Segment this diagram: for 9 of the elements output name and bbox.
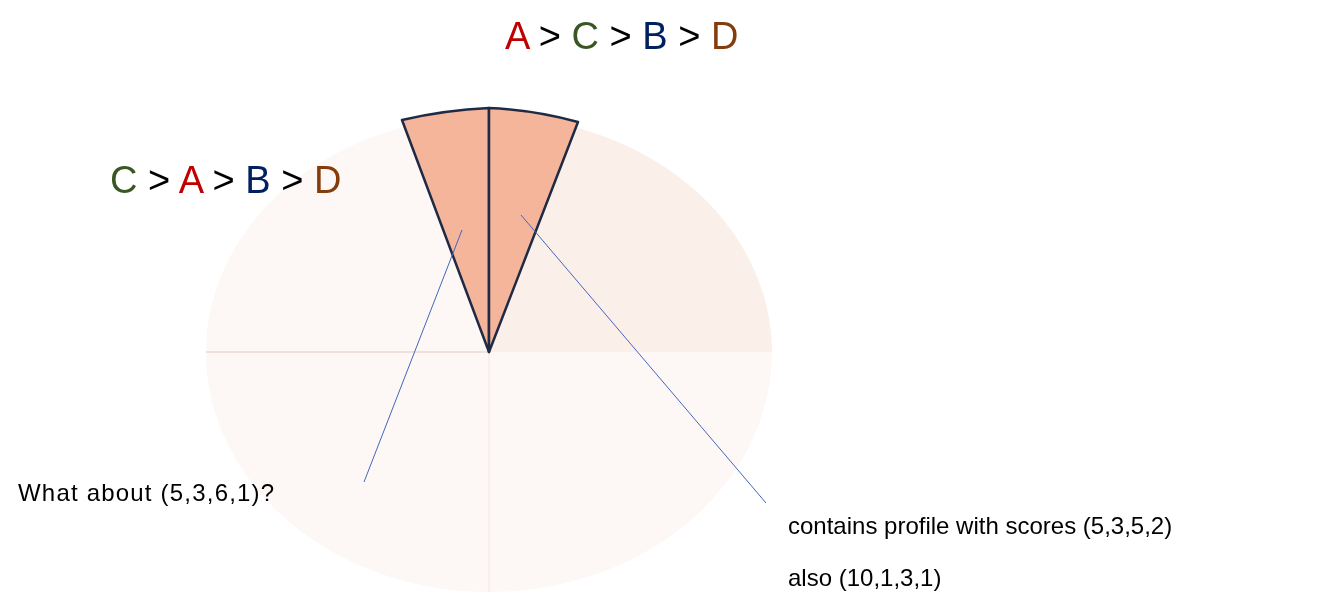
annotation-text: also (10,1,3,1) (788, 563, 942, 593)
ranking-text: C > A > B > D (110, 158, 342, 203)
annotation-text: contains profile with scores (5,3,5,2) (765, 502, 1173, 544)
wedge-sector (400, 106, 491, 354)
annotation-text: What about (5,3,6,1)? (18, 478, 348, 508)
wedge-sector (487, 106, 580, 354)
ranking-text: A > C > B > D (505, 14, 739, 59)
leader-line (363, 229, 463, 483)
leader-line (520, 214, 767, 504)
